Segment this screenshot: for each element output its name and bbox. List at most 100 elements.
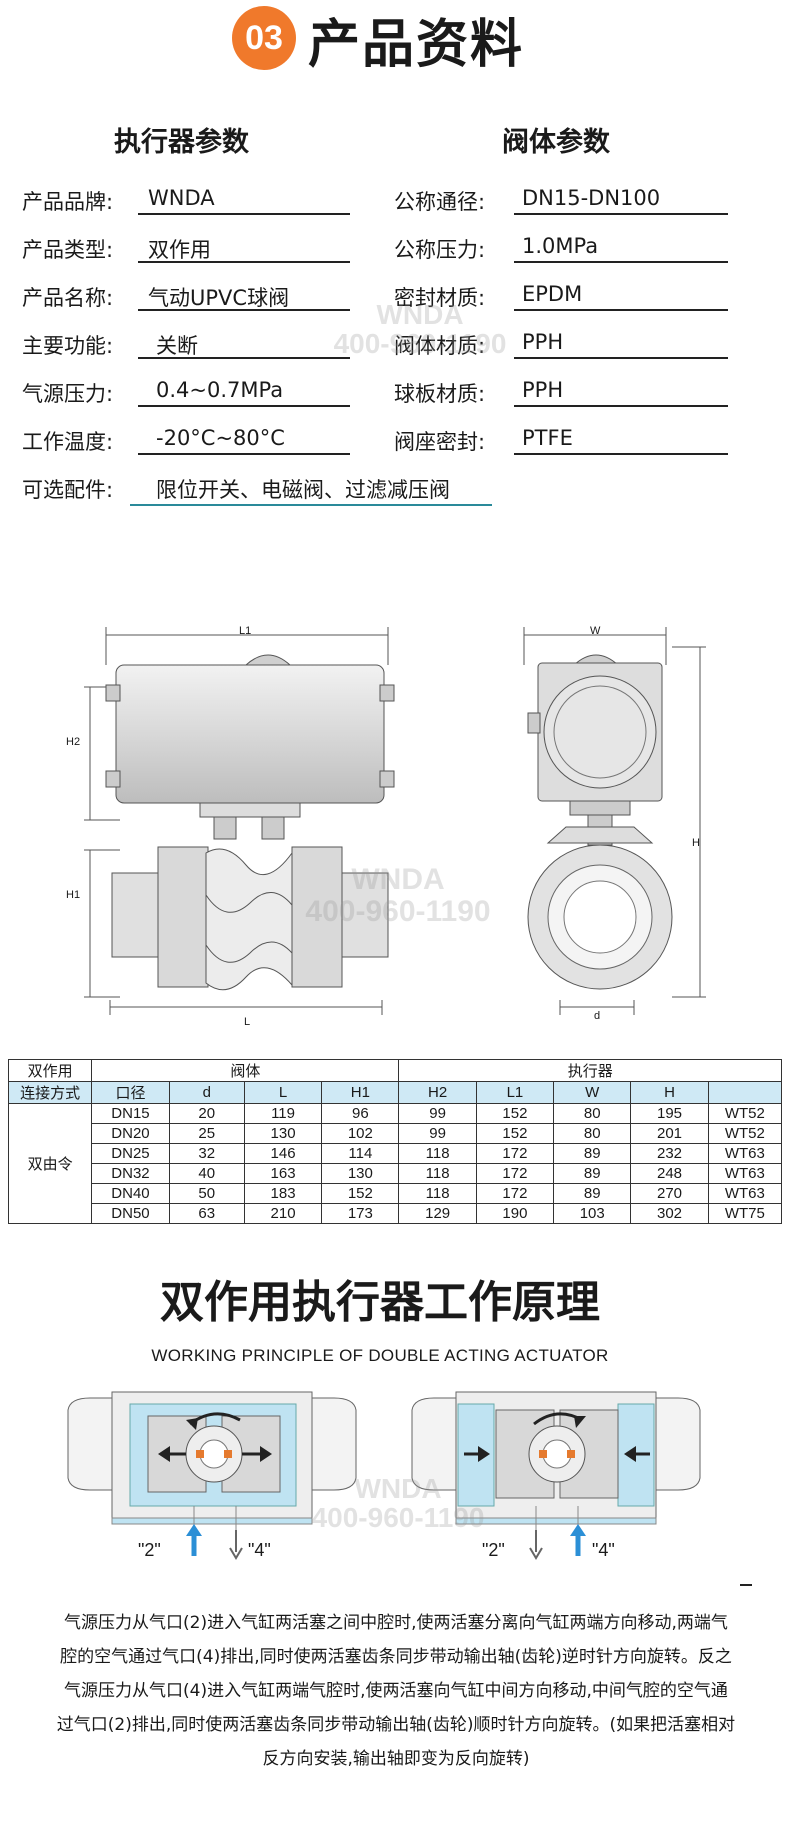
table-cell: 183 xyxy=(243,1183,323,1204)
table-cell: 270 xyxy=(630,1183,709,1204)
table-header-cell: L1 xyxy=(475,1081,555,1104)
table-cell: 195 xyxy=(630,1103,709,1124)
spec-underline xyxy=(138,453,350,455)
table-row: DN40 50 183 152 118 172 89 270 WT63 xyxy=(9,1183,783,1204)
table-cell: 96 xyxy=(321,1103,400,1124)
divider xyxy=(740,1584,752,1586)
table-cell: WT63 xyxy=(707,1143,783,1164)
table-cell: WT52 xyxy=(707,1123,783,1144)
spec-underline xyxy=(138,309,350,311)
diagram-right xyxy=(411,1391,701,1560)
table-cell: WT75 xyxy=(707,1203,783,1224)
actuator-params-title: 执行器参数 xyxy=(114,127,249,158)
table-cell: 232 xyxy=(630,1143,709,1164)
spec-underline xyxy=(130,504,492,506)
spec-label: 产品品牌: xyxy=(22,190,114,214)
table-cell: 40 xyxy=(168,1163,245,1184)
table-header-cell: W xyxy=(553,1081,632,1104)
table-header-cell: 连接方式 xyxy=(7,1081,93,1104)
spec-value: 双作用 xyxy=(148,238,211,262)
table-cell: DN50 xyxy=(91,1203,170,1224)
table-cell: 210 xyxy=(243,1203,323,1224)
table-cell: 99 xyxy=(398,1103,477,1124)
spec-value: 关断 xyxy=(156,334,198,358)
table-cell: 130 xyxy=(243,1123,323,1144)
table-cell: 248 xyxy=(630,1163,709,1184)
table-cell: 118 xyxy=(398,1163,477,1184)
spec-underline xyxy=(138,261,350,263)
table-cell: DN20 xyxy=(91,1123,170,1144)
table-row: DN50 63 210 173 129 190 103 302 WT75 xyxy=(9,1203,783,1224)
table-cell: 172 xyxy=(475,1163,555,1184)
table-cell: 152 xyxy=(475,1103,555,1124)
principle-description: 气源压力从气口(2)进入气缸两活塞之间中腔时,使两活塞分离向气缸两端方向移动,两… xyxy=(56,1613,736,1769)
dim-label-l1: L1 xyxy=(239,625,252,637)
spec-underline xyxy=(514,309,728,311)
table-cell: 119 xyxy=(243,1103,323,1124)
spec-value: DN15-DN100 xyxy=(522,186,661,210)
spec-label: 工作温度: xyxy=(22,430,114,454)
spec-underline xyxy=(138,405,350,407)
spec-value: PPH xyxy=(522,330,564,354)
section-number-badge: 03 xyxy=(232,6,296,70)
spec-label: 公称压力: xyxy=(394,238,486,262)
dimension-drawing xyxy=(84,627,706,1015)
spec-label: 阀体材质: xyxy=(394,334,486,358)
table-actuator-header: 执行器 xyxy=(398,1059,782,1082)
principle-title: 双作用执行器工作原理 xyxy=(160,1277,600,1328)
table-cell: 80 xyxy=(553,1103,632,1124)
diagram-left xyxy=(67,1391,357,1560)
table-cell: 114 xyxy=(321,1143,400,1164)
table-header-cell: 口径 xyxy=(91,1081,170,1104)
table-valve-header: 阀体 xyxy=(91,1059,400,1082)
table-cell: 89 xyxy=(553,1183,632,1204)
dim-label-d: d xyxy=(594,1010,601,1022)
valve-params-title: 阀体参数 xyxy=(502,127,610,158)
spec-underline xyxy=(514,453,728,455)
table-cell: 152 xyxy=(475,1123,555,1144)
principle-subtitle: WORKING PRINCIPLE OF DOUBLE ACTING ACTUA… xyxy=(151,1346,609,1365)
table-cell: DN32 xyxy=(91,1163,170,1184)
spec-label: 可选配件: xyxy=(22,478,114,502)
table-row: 双由令 DN15 20 119 96 99 152 80 195 WT52 xyxy=(7,1103,783,1224)
table-row: DN25 32 146 114 118 172 89 232 WT63 xyxy=(9,1143,783,1164)
table-cell: 172 xyxy=(475,1143,555,1164)
table-cell: 190 xyxy=(475,1203,555,1224)
table-cell: 63 xyxy=(168,1203,245,1224)
table-cell: 172 xyxy=(475,1183,555,1204)
dim-label-w: W xyxy=(590,625,601,637)
spec-value: 气动UPVC球阀 xyxy=(148,286,290,310)
table-header-cell xyxy=(707,1081,783,1104)
table-cell: 163 xyxy=(243,1163,323,1184)
table-cell: DN25 xyxy=(91,1143,170,1164)
table-cell: 20 xyxy=(168,1103,245,1124)
principle-diagram xyxy=(67,1391,701,1560)
dim-label-h1: H1 xyxy=(66,889,81,901)
spec-value: EPDM xyxy=(522,282,583,306)
spec-underline xyxy=(514,357,728,359)
table-cell: 302 xyxy=(630,1203,709,1224)
spec-value: -20°C~80°C xyxy=(156,426,285,450)
table-cell: 118 xyxy=(398,1183,477,1204)
port-label-2: "2" xyxy=(482,1540,505,1560)
dim-label-h2: H2 xyxy=(66,736,81,748)
spec-value: PTFE xyxy=(522,426,573,450)
spec-label: 公称通径: xyxy=(394,190,486,214)
spec-label: 产品类型: xyxy=(22,238,114,262)
spec-underline xyxy=(514,213,728,215)
spec-value: 限位开关、电磁阀、过滤减压阀 xyxy=(156,478,450,502)
spec-value: 0.4~0.7MPa xyxy=(156,378,284,402)
table-cell: DN40 xyxy=(91,1183,170,1204)
spec-label: 球板材质: xyxy=(394,382,486,406)
table-cell: DN15 xyxy=(91,1103,170,1124)
table-cell: 129 xyxy=(398,1203,477,1224)
port-label-4: "4" xyxy=(592,1540,615,1560)
table-cell: 152 xyxy=(321,1183,400,1204)
table-cell: 25 xyxy=(168,1123,245,1144)
spec-label: 阀座密封: xyxy=(394,430,486,454)
spec-underline xyxy=(514,405,728,407)
spec-value: PPH xyxy=(522,378,564,402)
spec-value: 1.0MPa xyxy=(522,234,599,258)
spec-label: 密封材质: xyxy=(394,286,486,310)
table-cell: 89 xyxy=(553,1163,632,1184)
